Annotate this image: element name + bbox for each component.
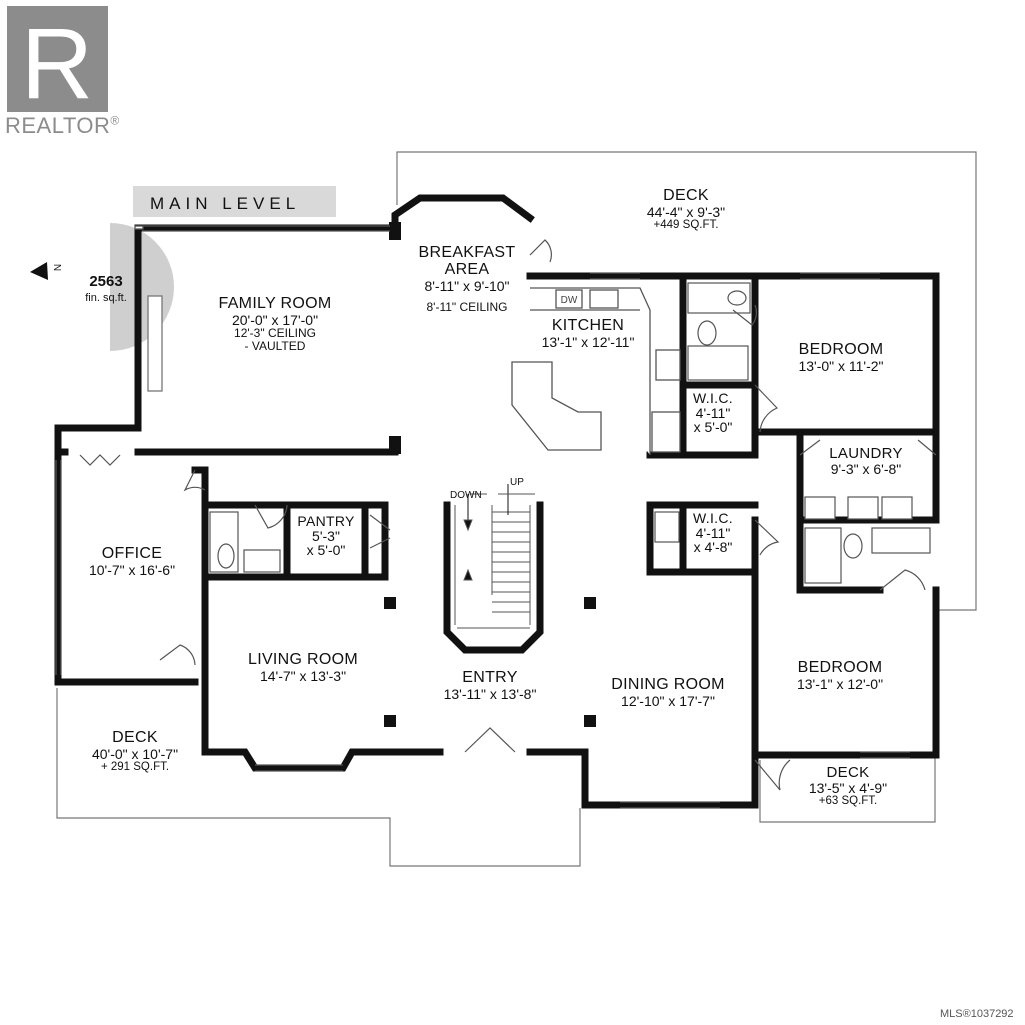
level-label: MAIN LEVEL: [150, 194, 301, 213]
realtor-wordmark: REALTOR®: [5, 113, 120, 138]
room-wic-2: W.I.C. 4'-11" x 4'-8": [693, 510, 733, 556]
room-laundry: LAUNDRY 9'-3" x 6'-8": [829, 445, 903, 477]
north-label: N: [53, 263, 65, 272]
room-office: OFFICE 10'-7" x 16'-6": [88, 545, 176, 578]
room-living: LIVING ROOM 14'-7" x 13'-3": [248, 651, 358, 684]
realtor-logo: R: [7, 6, 108, 120]
level-banner: [133, 186, 336, 217]
room-entry: ENTRY 13'-11" x 13'-8": [443, 669, 537, 702]
room-deck-front-left: DECK 40'-0" x 10'-7" + 291 SQ.FT.: [91, 729, 179, 774]
room-deck-front-right: DECK 13'-5" x 4'-9" +63 SQ.FT.: [808, 764, 888, 808]
doors: [79, 239, 937, 791]
room-kitchen: KITCHEN 13'-1" x 12'-11": [541, 317, 635, 350]
stair-down-label: DOWN: [450, 490, 482, 501]
walls: [54, 194, 940, 809]
columns: [384, 222, 596, 727]
mls-number: MLS®1037292: [940, 1008, 1014, 1020]
svg-text:R: R: [21, 8, 93, 120]
stair-treads: [454, 484, 535, 629]
room-deck-back: DECK 44'-4" x 9'-3" +449 SQ.FT.: [646, 187, 726, 232]
room-dining: DINING ROOM 12'-10" x 17'-7": [611, 676, 725, 709]
area-unit: fin. sq.ft.: [85, 292, 127, 304]
room-breakfast-area: BREAKFAST AREA 8'-11" x 9'-10" 8'-11" CE…: [418, 244, 516, 315]
dishwasher-label: DW: [561, 295, 578, 306]
room-wic-1: W.I.C. 4'-11" x 5'-0": [693, 390, 733, 436]
compass-icon: [30, 200, 174, 380]
room-family: FAMILY ROOM 20'-0" x 17'-0" 12'-3" CEILI…: [218, 295, 332, 354]
windows: [55, 225, 910, 809]
stair-up-label: UP: [510, 477, 524, 488]
deck-outlines: [56, 151, 977, 867]
room-pantry: PANTRY 5'-3" x 5'-0": [297, 513, 355, 559]
kitchen-counters: [511, 287, 681, 455]
room-bedroom-1: BEDROOM 13'-0" x 11'-2": [798, 341, 884, 374]
bath-fixtures: [209, 282, 931, 584]
area-value: 2563: [89, 273, 123, 290]
room-bedroom-2: BEDROOM 13'-1" x 12'-0": [796, 659, 884, 692]
